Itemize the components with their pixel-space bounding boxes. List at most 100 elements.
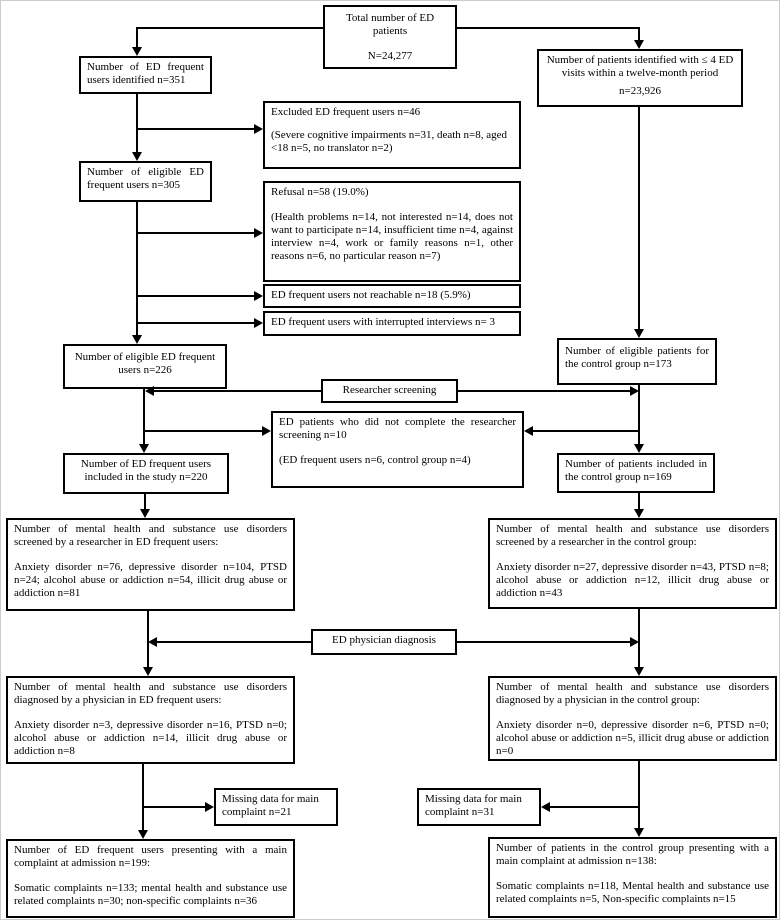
arrowhead-down-icon bbox=[132, 335, 142, 344]
arrowhead-down-icon bbox=[634, 667, 644, 676]
connector-line bbox=[457, 27, 638, 29]
box-did-not-complete-screening: ED patients who did not complete the res… bbox=[271, 411, 524, 488]
box-eligible-frequent-users-305: Number of eligible ED frequent users n=3… bbox=[79, 161, 212, 202]
box-detail: (Health problems n=14, not interested n=… bbox=[271, 211, 513, 262]
box-detail: Anxiety disorder n=0, depressive disorde… bbox=[496, 719, 769, 757]
arrowhead-down-icon bbox=[634, 444, 644, 453]
connector-line bbox=[157, 641, 311, 643]
box-text: Missing data for main complaint n=21 bbox=[222, 793, 319, 818]
box-ed-physician-diagnosis: ED physician diagnosis bbox=[311, 629, 457, 655]
box-title: Refusal n=58 (19.0%) bbox=[271, 186, 369, 198]
arrowhead-down-icon bbox=[140, 509, 150, 518]
box-interrupted-interviews: ED frequent users with interrupted inter… bbox=[263, 311, 521, 336]
arrowhead-left-icon bbox=[145, 386, 154, 396]
connector-line bbox=[143, 806, 206, 808]
arrowhead-right-icon bbox=[254, 228, 263, 238]
box-n-value: n=23,926 bbox=[619, 85, 661, 97]
connector-line bbox=[137, 322, 254, 324]
arrowhead-right-icon bbox=[254, 318, 263, 328]
box-main-complaint-control: Number of patients in the control group … bbox=[488, 837, 777, 918]
arrowhead-down-icon bbox=[132, 152, 142, 161]
connector-line bbox=[137, 295, 254, 297]
box-text: Number of ED frequent users identified n… bbox=[87, 61, 204, 86]
box-detail: Anxiety disorder n=3, depressive disorde… bbox=[14, 719, 287, 757]
connector-line bbox=[142, 764, 144, 831]
box-detail: Somatic complaints n=133; mental health … bbox=[14, 882, 287, 907]
box-eligible-control-group: Number of eligible patients for the cont… bbox=[557, 338, 717, 385]
box-text: Number of patients identified with ≤ 4 E… bbox=[546, 54, 734, 79]
box-total-ed-patients: Total number of ED patients N=24,277 bbox=[323, 5, 457, 69]
box-screened-control-group: Number of mental health and substance us… bbox=[488, 518, 777, 609]
box-text: Missing data for main complaint n=31 bbox=[425, 793, 522, 818]
arrowhead-left-icon bbox=[524, 426, 533, 436]
arrowhead-down-icon bbox=[138, 830, 148, 839]
arrowhead-left-icon bbox=[541, 802, 550, 812]
box-text: Number of eligible ED frequent users n=2… bbox=[74, 351, 216, 376]
connector-line bbox=[550, 806, 639, 808]
arrowhead-right-icon bbox=[254, 124, 263, 134]
box-title: Excluded ED frequent users n=46 bbox=[271, 106, 421, 118]
box-title: Number of mental health and substance us… bbox=[14, 681, 287, 706]
arrowhead-right-icon bbox=[262, 426, 271, 436]
connector-line bbox=[137, 232, 254, 234]
arrowhead-down-icon bbox=[634, 509, 644, 518]
connector-line bbox=[144, 494, 146, 510]
connector-line bbox=[638, 761, 640, 829]
box-researcher-screening: Researcher screening bbox=[321, 379, 458, 403]
box-text: Number of eligible ED frequent users n=3… bbox=[87, 166, 204, 191]
box-excluded-frequent-users: Excluded ED frequent users n=46 (Severe … bbox=[263, 101, 521, 169]
box-n-value: N=24,277 bbox=[367, 50, 413, 62]
box-detail: (ED frequent users n=6, control group n=… bbox=[279, 454, 471, 466]
box-frequent-users-identified: Number of ED frequent users identified n… bbox=[79, 56, 212, 94]
box-not-reachable: ED frequent users not reachable n=18 (5.… bbox=[263, 284, 521, 308]
box-title: Number of mental health and substance us… bbox=[14, 523, 287, 548]
connector-line bbox=[154, 390, 321, 392]
arrowhead-down-icon bbox=[634, 828, 644, 837]
box-refusal: Refusal n=58 (19.0%) (Health problems n=… bbox=[263, 181, 521, 282]
box-text: Researcher screening bbox=[342, 384, 437, 396]
box-detail: (Severe cognitive impairments n=31, deat… bbox=[271, 129, 508, 154]
box-diagnosed-control-group: Number of mental health and substance us… bbox=[488, 676, 777, 761]
connector-line bbox=[457, 641, 630, 643]
connector-line bbox=[136, 27, 138, 48]
connector-line bbox=[144, 430, 262, 432]
arrowhead-down-icon bbox=[143, 667, 153, 676]
box-text: Number of ED frequent users included in … bbox=[80, 458, 212, 483]
box-detail: Somatic complaints n=118, Mental health … bbox=[496, 880, 769, 905]
box-missing-data-frequent: Missing data for main complaint n=21 bbox=[214, 788, 338, 826]
box-included-control-group: Number of patients included in the contr… bbox=[557, 453, 715, 493]
connector-line bbox=[638, 27, 640, 41]
box-main-complaint-frequent: Number of ED frequent users presenting w… bbox=[6, 839, 295, 918]
connector-line bbox=[458, 390, 630, 392]
connector-line bbox=[136, 94, 138, 152]
connector-line bbox=[136, 202, 138, 335]
connector-line bbox=[137, 128, 254, 130]
box-missing-data-control: Missing data for main complaint n=31 bbox=[417, 788, 541, 826]
box-text: Total number of ED patients bbox=[345, 12, 435, 37]
box-title: Number of patients in the control group … bbox=[496, 842, 769, 867]
box-low-visit-patients: Number of patients identified with ≤ 4 E… bbox=[537, 49, 743, 107]
box-screened-frequent-users: Number of mental health and substance us… bbox=[6, 518, 295, 611]
arrowhead-right-icon bbox=[254, 291, 263, 301]
box-eligible-frequent-users-226: Number of eligible ED frequent users n=2… bbox=[63, 344, 227, 389]
arrowhead-down-icon bbox=[132, 47, 142, 56]
arrowhead-right-icon bbox=[630, 637, 639, 647]
box-text: Number of patients included in the contr… bbox=[565, 458, 707, 483]
connector-line bbox=[638, 609, 640, 668]
box-included-in-study: Number of ED frequent users included in … bbox=[63, 453, 229, 494]
box-title: Number of mental health and substance us… bbox=[496, 681, 769, 706]
box-title: ED patients who did not complete the res… bbox=[279, 416, 516, 441]
connector-line bbox=[533, 430, 639, 432]
arrowhead-right-icon bbox=[630, 386, 639, 396]
connector-line bbox=[638, 385, 640, 444]
box-title: Number of ED frequent users presenting w… bbox=[14, 844, 287, 869]
arrowhead-down-icon bbox=[139, 444, 149, 453]
connector-line bbox=[143, 389, 145, 444]
box-title: Number of mental health and substance us… bbox=[496, 523, 769, 548]
connector-line bbox=[638, 107, 640, 329]
box-text: ED physician diagnosis bbox=[332, 634, 436, 646]
arrowhead-left-icon bbox=[148, 637, 157, 647]
box-text: ED frequent users with interrupted inter… bbox=[271, 316, 496, 328]
arrowhead-down-icon bbox=[634, 329, 644, 338]
